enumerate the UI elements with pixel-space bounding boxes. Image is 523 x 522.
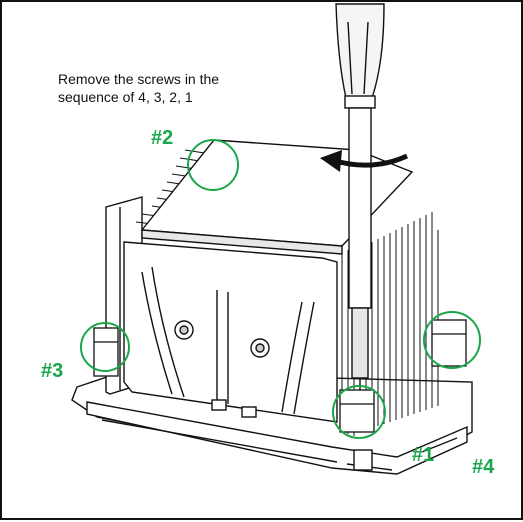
screw-3-marker [80, 322, 130, 372]
screw-2-label: #2 [151, 127, 174, 149]
instruction-line-2: sequence of 4, 3, 2, 1 [58, 89, 193, 105]
heatsink-top-plate [140, 139, 414, 255]
screw-1-marker [332, 385, 386, 439]
screw-4-label: #4 [472, 456, 495, 478]
screw-posts [93, 319, 467, 433]
screw-4-marker [423, 311, 481, 369]
counterclockwise-arrow-icon [320, 150, 409, 172]
instruction-line-1: Remove the screws in the [58, 71, 220, 87]
instruction-text: Remove the screws in the sequence of 4, … [58, 70, 318, 106]
screw-3-label: #3 [41, 360, 64, 382]
heatsink-front-face [123, 241, 338, 423]
screw-2-marker [187, 139, 239, 191]
screwdriver-icon [335, 3, 385, 412]
screw-markers [80, 139, 481, 439]
screw-1-label: #1 [412, 444, 435, 466]
